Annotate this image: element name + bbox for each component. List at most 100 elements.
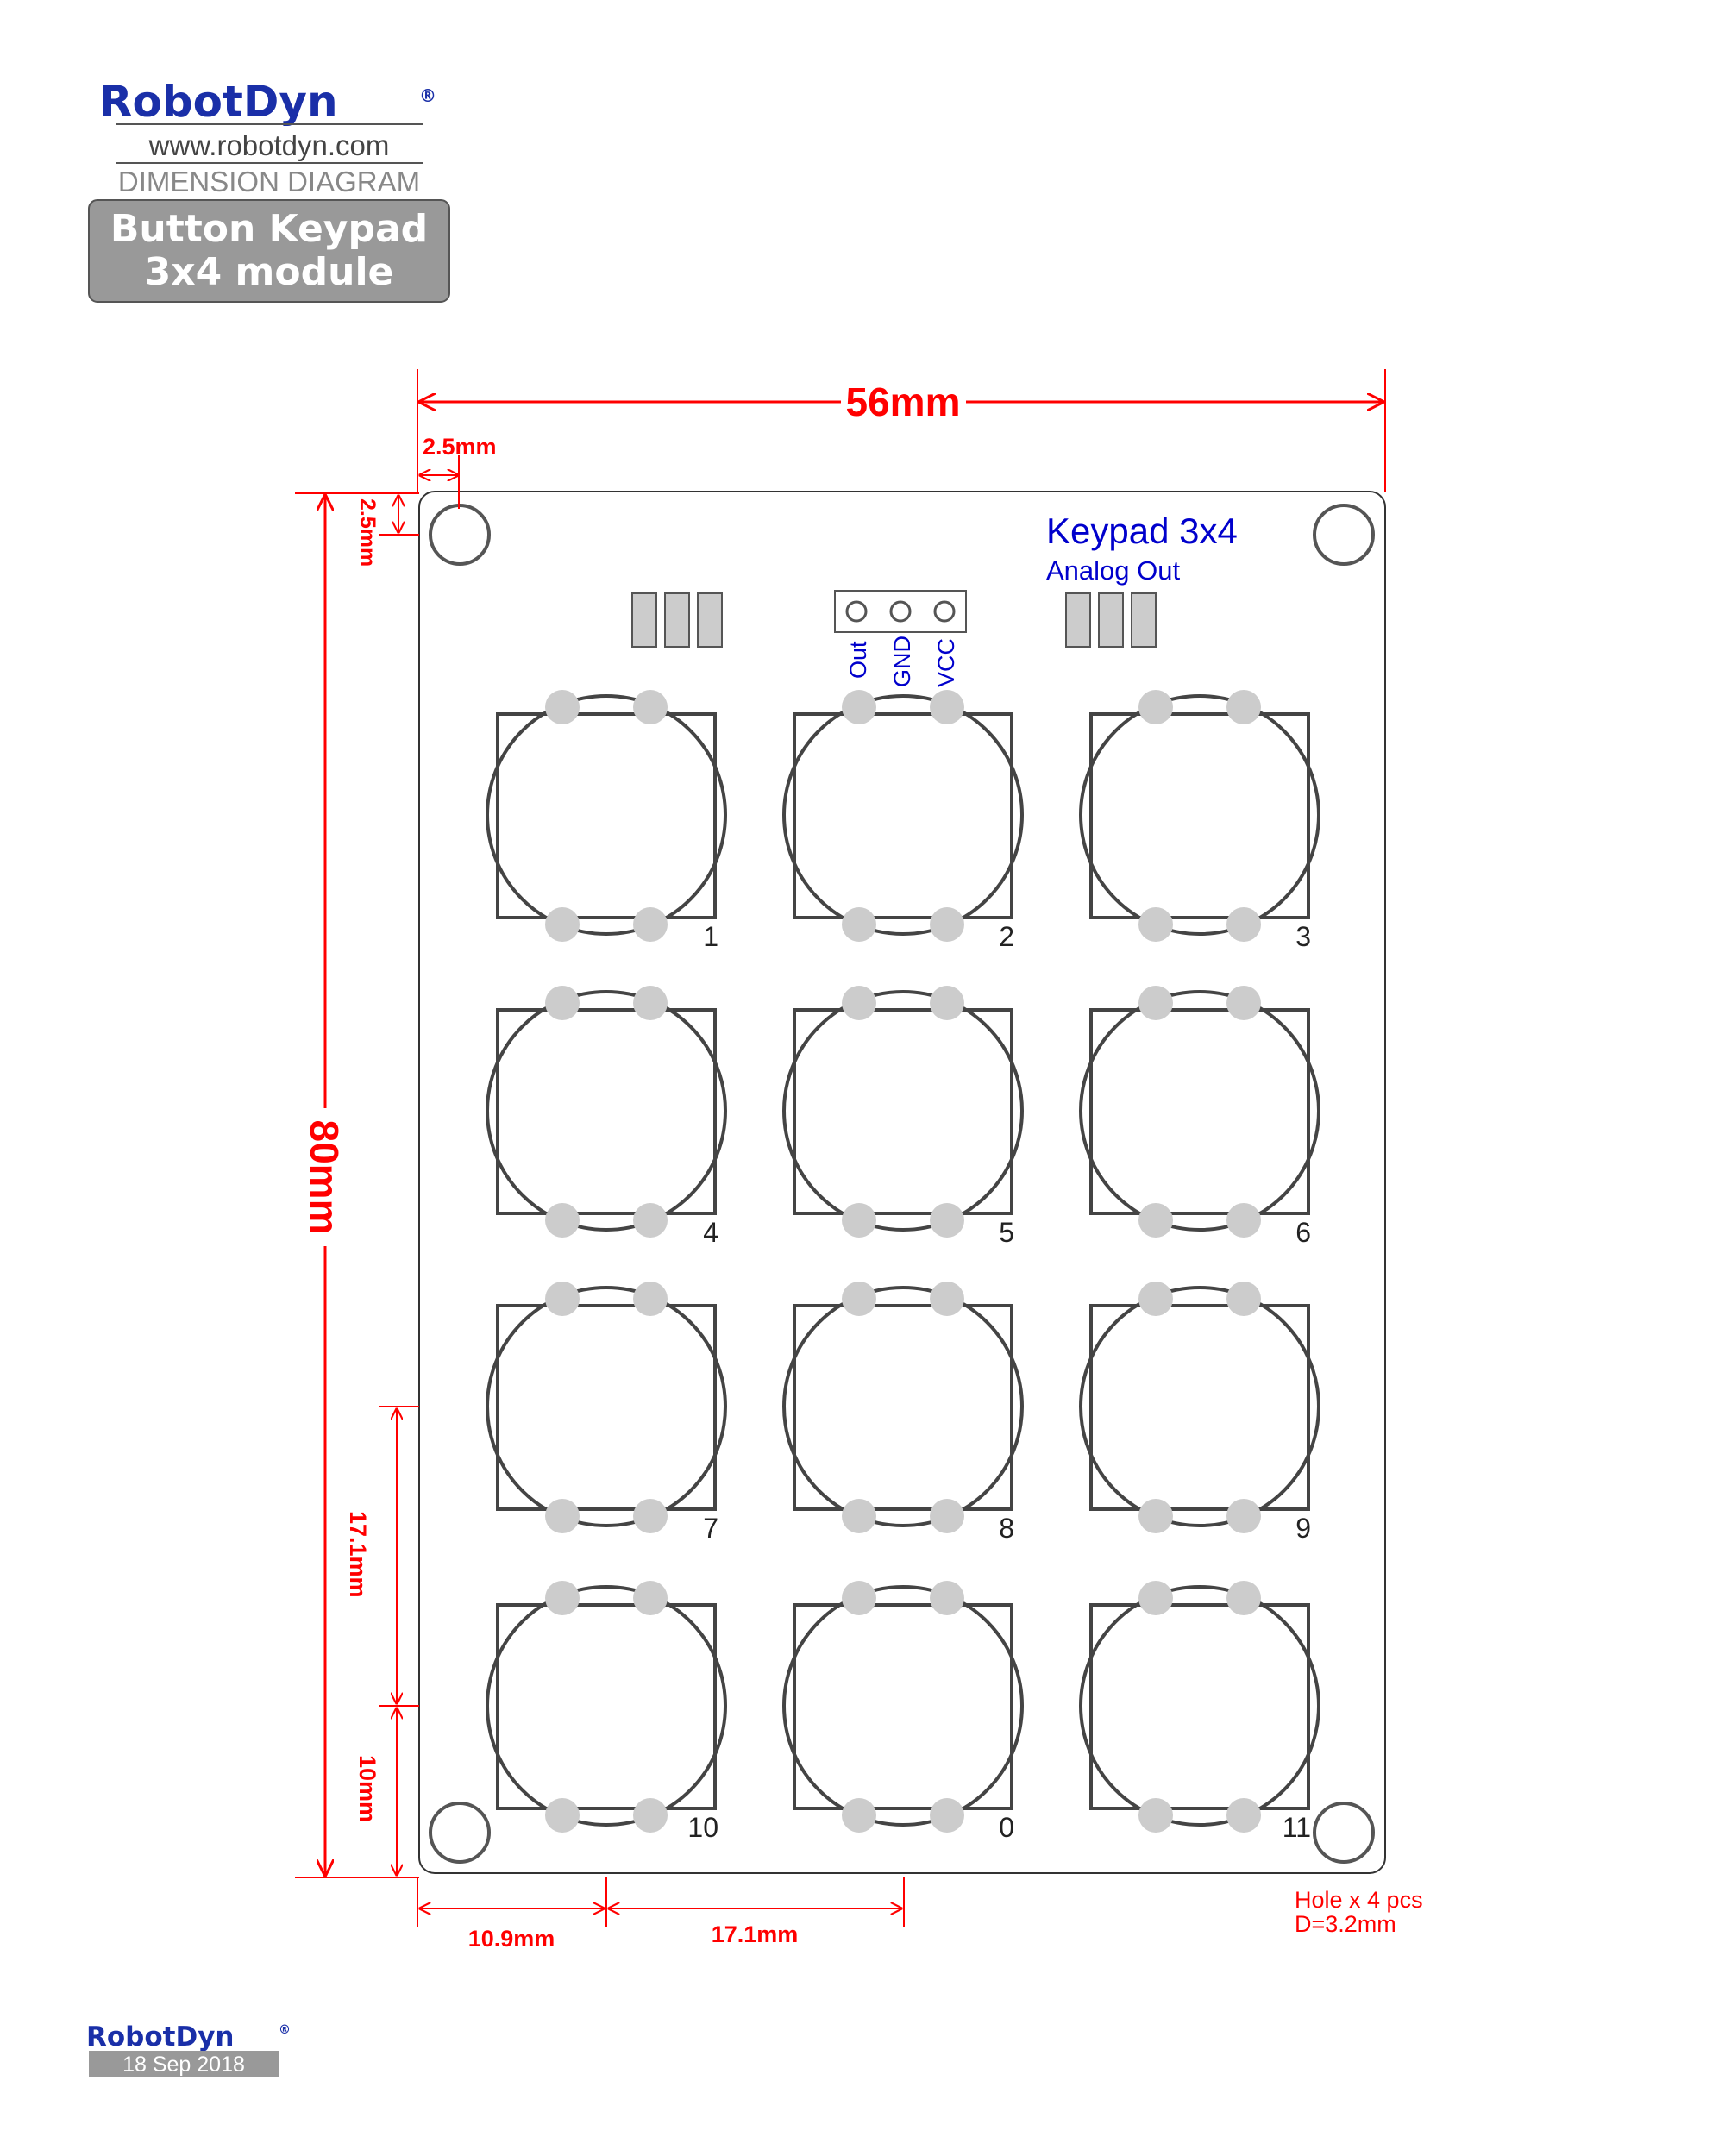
keypad-key: 5 [782,986,1024,1248]
key-solder-pad [930,1581,964,1615]
key-solder-pad [842,1203,876,1238]
key-number-label: 8 [999,1513,1014,1544]
key-solder-pad [1138,1203,1173,1238]
height-dimension-label: 80mm [302,1120,347,1235]
board-subtitle: Analog Out [1046,555,1180,586]
key-solder-pad [930,1499,964,1533]
keypad-key: 10 [486,1581,727,1843]
keypad-key: 7 [486,1282,727,1544]
key-solder-pad [1226,1581,1261,1615]
key-solder-pad [633,1499,668,1533]
footer-registered-mark: ® [279,2023,291,2037]
key-body-outline [793,1603,1013,1810]
key-solder-pad [545,1203,580,1238]
key-body-outline [1089,1304,1310,1511]
key-solder-pad [1226,1282,1261,1316]
pin-label-out: Out [845,641,871,679]
key-body-outline [496,712,717,919]
key-solder-pad [633,1798,668,1833]
mounting-hole-bottom-right [1313,1802,1375,1864]
key-solder-pad [930,907,964,942]
key-cap-outline [782,1585,1024,1827]
key-cap-outline [486,1585,727,1827]
board-title: Keypad 3x4 [1046,511,1238,551]
key-cap-outline [486,694,727,936]
key-cap-outline [1079,990,1320,1232]
title-line-1: Button Keypad [110,207,428,251]
keypad-key: 11 [1079,1581,1320,1843]
key-solder-pad [545,690,580,724]
key-number-label: 9 [1295,1513,1311,1544]
key-solder-pad [842,1798,876,1833]
key-cap-outline [486,990,727,1232]
keypad-key: 0 [782,1581,1024,1843]
mounting-hole-bottom-left [429,1802,491,1864]
key-number-label: 6 [1295,1217,1311,1248]
holes-note-line-2: D=3.2mm [1295,1911,1396,1937]
first-column-offset-label: 10.9mm [468,1926,555,1952]
key-solder-pad [1226,1499,1261,1533]
key-solder-pad [633,1581,668,1615]
key-solder-pad [1138,986,1173,1020]
key-body-outline [1089,1603,1310,1810]
key-solder-pad [633,690,668,724]
bottom-row-offset-label: 10mm [354,1755,380,1822]
key-body-outline [793,712,1013,919]
pin-out [845,600,868,623]
header-logo-block: RobotDyn ® www.robotdyn.com DIMENSION DI… [88,77,450,303]
key-cap-outline [782,990,1024,1232]
smd-footprint-right [1065,592,1157,648]
pin-vcc [933,600,956,623]
key-solder-pad [842,1581,876,1615]
website-text: www.robotdyn.com [148,129,390,161]
key-body-outline [1089,1008,1310,1215]
key-solder-pad [1138,1499,1173,1533]
key-solder-pad [633,907,668,942]
key-solder-pad [545,986,580,1020]
key-solder-pad [545,1282,580,1316]
key-solder-pad [1138,1581,1173,1615]
hole-offset-x-label: 2.5mm [423,434,497,460]
key-solder-pad [930,1798,964,1833]
key-pitch-vertical-label: 17.1mm [345,1511,371,1598]
key-cap-outline [782,694,1024,936]
key-cap-outline [1079,694,1320,936]
key-solder-pad [1226,986,1261,1020]
key-body-outline [496,1304,717,1511]
keypad-key: 1 [486,690,727,952]
key-solder-pad [545,1798,580,1833]
key-solder-pad [842,690,876,724]
smd-footprint-left [631,592,723,648]
key-solder-pad [930,1203,964,1238]
key-cap-outline [486,1286,727,1527]
hole-offset-y-label: 2.5mm [355,498,380,567]
keypad-key: 2 [782,690,1024,952]
key-solder-pad [1138,907,1173,942]
key-body-outline [1089,712,1310,919]
footer-date-box [89,2051,279,2077]
key-number-label: 4 [703,1217,718,1248]
key-solder-pad [930,986,964,1020]
dimension-lines: 56mm 2.5mm 80mm 2.5mm 17.1mm 10mm 10.9mm… [295,369,1386,1952]
registered-mark: ® [419,85,436,106]
keypad-key: 8 [782,1282,1024,1544]
holes-note-line-1: Hole x 4 pcs [1295,1887,1423,1913]
key-solder-pad [842,1282,876,1316]
key-solder-pad [930,690,964,724]
key-body-outline [793,1008,1013,1215]
title-line-2: 3x4 module [145,250,394,294]
width-dimension-label: 56mm [846,379,961,424]
key-body-outline [793,1304,1013,1511]
keypad-key: 6 [1079,986,1320,1248]
keypad-key: 3 [1079,690,1320,952]
key-solder-pad [842,986,876,1020]
key-body-outline [496,1603,717,1810]
key-solder-pad [1138,1798,1173,1833]
key-solder-pad [1138,1282,1173,1316]
key-cap-outline [782,1286,1024,1527]
key-solder-pad [633,1203,668,1238]
pin-header-outline [834,590,967,633]
brand-logo: RobotDyn [99,77,338,127]
